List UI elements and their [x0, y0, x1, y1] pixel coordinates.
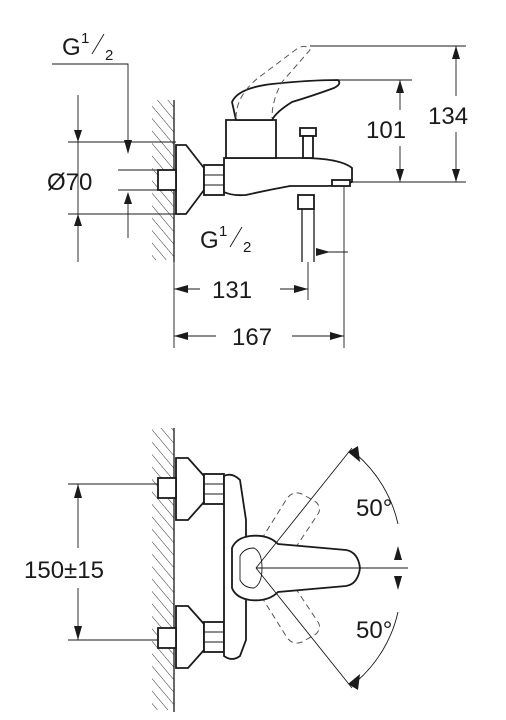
side-spout-outlet	[331, 179, 351, 187]
height-spout-label: 101	[366, 117, 406, 144]
front-upper-connection	[157, 457, 225, 521]
side-cartridge-housing	[225, 119, 277, 159]
side-inlet-fitting	[157, 169, 177, 191]
front-lever-raised-ghost	[255, 492, 321, 563]
front-view: 50° 50° 150±15	[24, 428, 408, 712]
dim-inlet-thread: G 1 2	[52, 30, 132, 154]
side-lever-raised-ghost	[235, 45, 311, 119]
side-mixer-body	[223, 157, 353, 197]
lever-angle-down-label: 50°	[356, 617, 392, 644]
front-lever-lowered-ghost	[255, 573, 321, 644]
outlet-thread-prefix: G	[200, 227, 219, 254]
outlet-thread-num: 1	[219, 223, 227, 240]
inlet-thread-num: 1	[81, 30, 89, 47]
front-wall	[152, 428, 175, 712]
dim-height-total: 134	[310, 45, 468, 182]
lever-angle-up-label: 50°	[356, 495, 392, 522]
side-diverter-knob	[299, 127, 317, 159]
dim-depth-outlet: 131	[173, 262, 309, 348]
outlet-thread-den: 2	[243, 239, 251, 256]
dim-depth-total: 167	[174, 186, 345, 351]
rosette-diameter-label: Ø70	[47, 169, 92, 196]
dim-lever-angles: 50° 50°	[255, 446, 408, 690]
inlet-thread-den: 2	[105, 47, 113, 64]
dim-center-distance: 150±15	[24, 483, 158, 641]
side-lever	[231, 79, 341, 121]
side-view: G 1 2 Ø70 101	[47, 30, 468, 351]
dim-outlet-thread: G 1 2	[200, 223, 348, 256]
height-total-label: 134	[428, 103, 468, 130]
center-distance-label: 150±15	[24, 557, 104, 584]
side-hose-outlet	[297, 194, 315, 262]
side-rosette	[175, 144, 205, 215]
dim-rosette-diameter: Ø70	[47, 95, 176, 262]
front-lower-connection	[157, 605, 225, 669]
depth-outlet-label: 131	[212, 277, 252, 304]
inlet-thread-prefix: G	[62, 34, 81, 61]
side-hex-nut	[203, 164, 225, 196]
dim-height-spout: 101	[338, 79, 466, 183]
depth-total-label: 167	[232, 324, 272, 351]
